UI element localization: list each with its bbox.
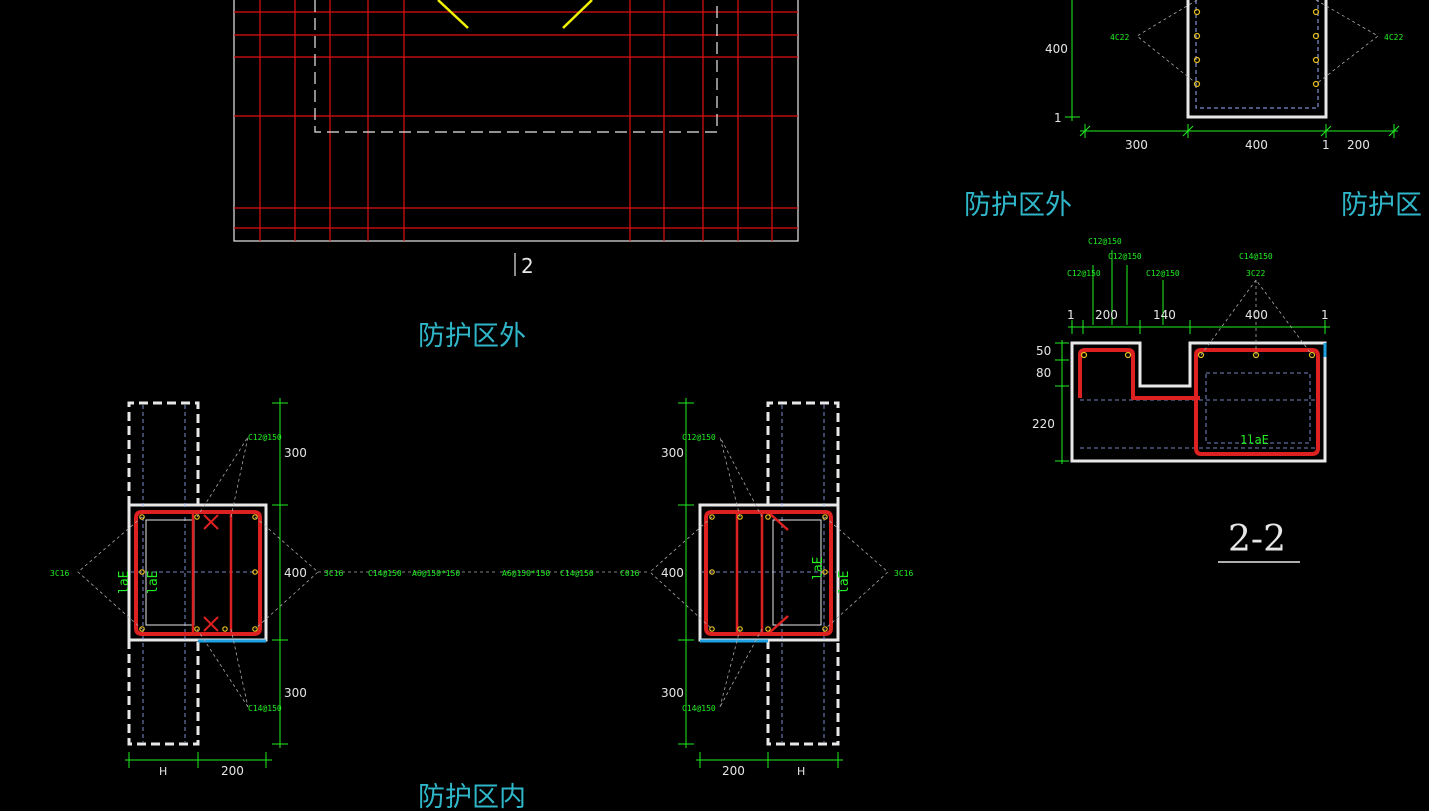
top-right-ann-right: 4C22: [1384, 33, 1403, 42]
right-column-rebar: [704, 510, 833, 636]
right-column-dim-lines: [678, 398, 843, 768]
section-2-2-outline: [1070, 341, 1327, 463]
section-2-2-dim-t140: 140: [1153, 308, 1176, 322]
section-2-2-dim-t1: 1: [1067, 308, 1075, 322]
section-2-2-dim-l220: 220: [1032, 417, 1055, 431]
top-right-ann-left: 4C22: [1110, 33, 1129, 42]
left-column-ann-right3: A6@150*150: [412, 569, 460, 578]
top-right-dim-b400: 400: [1245, 138, 1268, 152]
right-column-ann-left1: A6@150*150: [502, 569, 550, 578]
right-column-hooks: [767, 511, 789, 635]
top-right-dim-1: 1: [1054, 111, 1062, 125]
top-right-bars: [1193, 8, 1320, 88]
section-2-2-title: 2-2: [1228, 519, 1286, 560]
right-column-dim-bot300: 300: [661, 686, 684, 700]
section-2-2-bars: [1080, 351, 1316, 359]
section-2-2-dim-lines: [1055, 250, 1330, 464]
section-2-2-ann-6: 3C22: [1246, 269, 1265, 278]
section-2-2-dim-t200: 200: [1095, 308, 1118, 322]
top-right-leaders: [1136, 0, 1379, 85]
top-right-dim-400: 400: [1045, 42, 1068, 56]
zone-outside-label-right: 防护区外: [964, 190, 1072, 221]
plan-yellow-line-left: [437, 0, 469, 29]
plan-grid-view: 2: [233, 0, 799, 278]
right-column-ann-lae: laE: [811, 557, 826, 580]
right-column-dim-b200: 200: [722, 764, 745, 778]
section-2-2: C12@150 C12@150 C12@150 C12@150 C14@150 …: [1032, 237, 1330, 464]
section-2-2-dim-t400: 400: [1245, 308, 1268, 322]
plan-yellow-line-right: [562, 0, 593, 29]
section-2-2-inner-dashed: [1080, 372, 1320, 449]
right-column-inner-rect: [772, 519, 822, 626]
right-column-leaders: [500, 436, 889, 708]
section-2-2-dim-l80: 80: [1036, 366, 1051, 380]
top-right-section: 4C22 4C22 400 1 300 400 1 200: [1045, 0, 1403, 152]
section-2-2-dim-l50: 50: [1036, 344, 1051, 358]
section-2-2-ann-1: C12@150: [1088, 237, 1122, 246]
left-column-dim-H: H: [159, 765, 167, 778]
top-right-inner-dashed: [1195, 0, 1319, 109]
left-column-ann-bottom: C14@150: [248, 704, 282, 713]
section-2-2-ann-4: C12@150: [1146, 269, 1180, 278]
plan-outline: [233, 0, 799, 242]
left-column-dim-top300: 300: [284, 446, 307, 460]
zone-outside-label-right-clipped: 防护区: [1341, 190, 1422, 221]
top-right-dim-lines: [1065, 0, 1400, 138]
section-2-2-ann-5: C14@150: [1239, 252, 1273, 261]
right-column-ann-left3: C016: [620, 569, 639, 578]
left-column-ann-left: 3C16: [50, 569, 69, 578]
top-right-dim-b300: 300: [1125, 138, 1148, 152]
plan-dashed-opening: [314, 0, 718, 133]
left-column-dim-b200: 200: [221, 764, 244, 778]
left-column-ann-top: C12@150: [248, 433, 282, 442]
left-column-detail: C12@150 C14@150 3C16 3C16 C14@150 A6@150…: [50, 398, 495, 778]
top-right-dim-b200: 200: [1347, 138, 1370, 152]
top-right-dim-b1: 1: [1322, 138, 1330, 152]
plan-rebar-grid: [234, 0, 798, 241]
section-2-2-ann-3: C12@150: [1067, 269, 1101, 278]
section-2-2-dim-t1r: 1: [1321, 308, 1329, 322]
left-column-bars: [139, 514, 258, 632]
left-column-ann-right1: 3C16: [324, 569, 343, 578]
right-column-ann-lae-2: laE: [837, 571, 852, 594]
right-column-detail: C12@150 C14@150 3C16 A6@150*150 C14@150 …: [500, 398, 913, 778]
right-column-ann-left2: C14@150: [560, 569, 594, 578]
left-column-ann-right2: C14@150: [368, 569, 402, 578]
left-column-ann-lae: laE: [146, 571, 161, 594]
section-2-2-rebar: [1078, 348, 1320, 456]
left-column-ann-lae-2: laE: [117, 571, 132, 594]
left-column-dim-bot300: 300: [284, 686, 307, 700]
right-column-ann-right: 3C16: [894, 569, 913, 578]
right-column-outline: [698, 401, 840, 746]
zone-inside-label: 防护区内: [418, 782, 526, 811]
top-right-column-outline: [1186, 0, 1328, 119]
right-column-bars: [709, 514, 828, 632]
section-mark-label: 2: [521, 254, 534, 278]
left-column-rebar: [134, 510, 262, 636]
right-column-dim-top300: 300: [661, 446, 684, 460]
section-2-2-ann-2: C12@150: [1108, 252, 1142, 261]
section-2-2-ann-inner: 1laE: [1240, 433, 1269, 447]
left-column-dim-lines: [125, 398, 288, 768]
right-column-dim-mid400: 400: [661, 566, 684, 580]
zone-outside-label-mid: 防护区外: [418, 321, 526, 352]
left-column-dim-mid400: 400: [284, 566, 307, 580]
section-2-2-leaders: [1200, 279, 1313, 356]
right-column-ann-bottom: C14@150: [682, 704, 716, 713]
right-column-ann-top: C12@150: [682, 433, 716, 442]
right-column-dim-H: H: [797, 765, 805, 778]
left-column-x-marks: [203, 514, 219, 632]
left-column-leaders: [77, 436, 495, 708]
